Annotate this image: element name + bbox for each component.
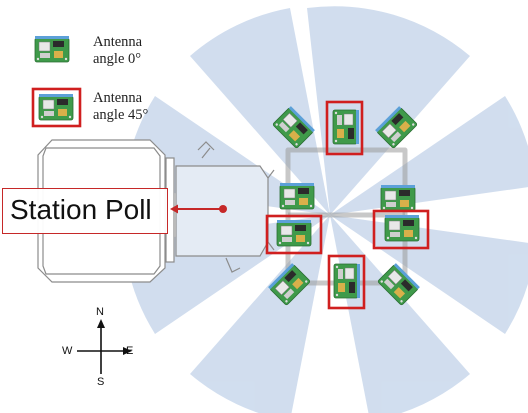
legend-board-45-icon [31, 87, 82, 128]
vehicle-outline [37, 139, 275, 283]
compass-east-label: E [126, 345, 134, 357]
compass-west-label: W [62, 345, 73, 357]
antenna-board-left-upper [279, 182, 315, 210]
legend-item-0: Antenna angle 0° [93, 34, 142, 68]
legend-item-1-line1: Antenna [93, 90, 143, 106]
antenna-board-top-center [325, 100, 364, 156]
legend-item-1-line2: angle 45° [93, 107, 149, 123]
station-poll-callout: Station Poll [2, 188, 168, 234]
antenna-board-bottom-center [327, 254, 366, 310]
compass-south-label: S [97, 376, 105, 388]
compass-north-label: N [96, 306, 104, 318]
antenna-board-left-lower [265, 214, 323, 255]
legend-item-0-line1: Antenna [93, 34, 143, 50]
legend-item-0-line2: angle 0° [93, 51, 142, 67]
legend-board-0-icon [34, 35, 70, 63]
station-pointer [170, 204, 227, 214]
antenna-board-right-upper [380, 184, 416, 212]
antenna-board-right-lower [372, 209, 430, 250]
station-poll-label: Station Poll [10, 194, 152, 225]
compass-rose [77, 319, 132, 374]
legend-item-1: Antenna angle 45° [93, 90, 148, 124]
